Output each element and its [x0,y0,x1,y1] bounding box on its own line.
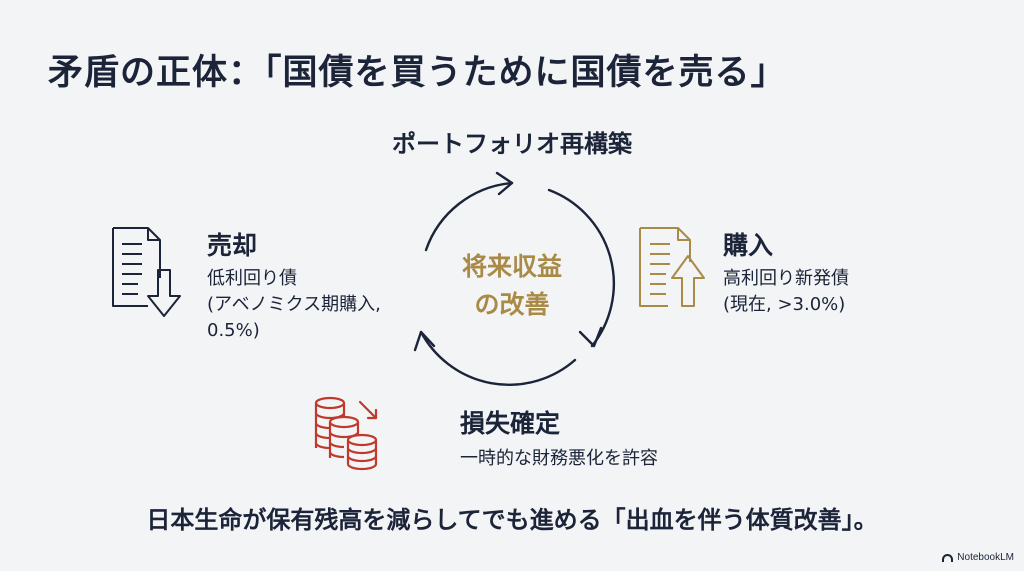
brand-label: NotebookLM [957,552,1014,563]
notebooklm-logo-icon [942,553,954,562]
buy-line2: (現在, >3.0%) [723,294,846,315]
buy-block: 購入 高利回り新発債 (現在, >3.0%) [723,226,849,318]
cycle-center-line1: 将来収益 [461,252,562,281]
document-up-arrow-icon [639,227,705,307]
document-down-arrow-icon [112,227,181,317]
sell-block: 売却 低利回り債 (アベノミクス期購入, 0.5%) [207,226,381,344]
sell-heading: 売却 [207,231,258,260]
loss-line1: 一時的な財務悪化を許容 [460,448,658,469]
coin-stack-decline-icon [314,396,378,471]
loss-heading: 損失確定 [460,409,561,438]
footer-caption: 日本生命が保有残高を減らしてでも進める「出血を伴う体質改善」。 [146,506,878,534]
buy-line1: 高利回り新発債 [723,268,849,289]
brand-badge: NotebookLM [942,552,1014,563]
cycle-center-label: 将来収益 の改善 [412,248,612,324]
buy-heading: 購入 [723,231,774,260]
sell-line3: 0.5%) [207,320,260,341]
cycle-center-line2: の改善 [474,290,550,319]
page-title: 矛盾の正体：「国債を買うために国債を売る」 [48,53,787,93]
cycle-arrow-top [424,181,514,252]
sell-line2: (アベノミクス期購入, [207,294,381,315]
loss-block: 損失確定 一時的な財務悪化を許容 [460,404,658,472]
cycle-arrow-bottom [419,330,577,386]
cycle-arrow-right [547,188,616,348]
cycle-heading: ポートフォリオ再構築 [392,130,632,158]
sell-line1: 低利回り債 [207,268,297,289]
